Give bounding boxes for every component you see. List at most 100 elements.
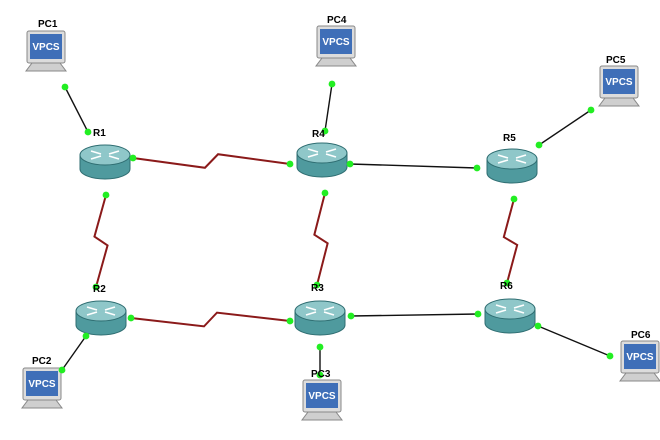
link-pc1-r1[interactable] <box>64 86 89 133</box>
pc-base <box>301 411 343 421</box>
router-arrows-icon <box>307 148 337 158</box>
r3-label: R3 <box>311 283 324 294</box>
router-arrows-icon <box>86 306 116 316</box>
serial-cable[interactable] <box>502 198 519 284</box>
link-r1-r2[interactable] <box>93 194 109 288</box>
serial-cable[interactable] <box>132 153 291 169</box>
port-dot[interactable] <box>321 127 329 135</box>
pc-base <box>21 399 63 409</box>
pc3-label: PC3 <box>311 369 331 380</box>
port-dot[interactable] <box>313 281 321 289</box>
ethernet-cable[interactable] <box>64 86 89 133</box>
ethernet-cable[interactable] <box>350 313 479 317</box>
port-dot[interactable] <box>346 160 354 168</box>
vpcs-text: VPCS <box>605 77 633 88</box>
port-dot[interactable] <box>474 310 482 318</box>
ethernet-cable[interactable] <box>349 163 478 169</box>
pc-pc1[interactable]: VPCS <box>25 30 67 72</box>
port-dot[interactable] <box>316 371 324 379</box>
port-dot[interactable] <box>606 352 614 360</box>
router-top <box>486 148 538 170</box>
monitor-screen <box>624 344 656 369</box>
link-pc2-r2[interactable] <box>61 335 87 371</box>
port-dot[interactable] <box>328 80 336 88</box>
port-dot[interactable] <box>321 189 329 197</box>
router-r1[interactable] <box>79 144 131 180</box>
vpcs-text: VPCS <box>626 352 654 363</box>
link-r4-r5[interactable] <box>349 163 478 169</box>
serial-cable[interactable] <box>130 311 291 328</box>
monitor-screen <box>30 34 62 59</box>
router-r6[interactable] <box>484 298 536 334</box>
router-r5[interactable] <box>486 148 538 184</box>
router-top <box>484 298 536 320</box>
r4-label: R4 <box>312 129 325 140</box>
router-arrows-icon <box>497 154 527 164</box>
link-r3-r6[interactable] <box>350 313 479 317</box>
link-r4-r3[interactable] <box>313 192 329 286</box>
router-top <box>75 300 127 322</box>
port-dot[interactable] <box>127 314 135 322</box>
r2-label: R2 <box>93 284 106 295</box>
ethernet-cable[interactable] <box>61 335 87 371</box>
ethernet-cable[interactable] <box>537 325 611 357</box>
pc-pc3[interactable]: VPCS <box>301 379 343 421</box>
r6-label: R6 <box>500 281 513 292</box>
serial-cable[interactable] <box>93 194 109 288</box>
router-arrows-icon <box>495 304 525 314</box>
router-top <box>79 144 131 166</box>
pc-pc2[interactable]: VPCS <box>21 367 63 409</box>
port-dot[interactable] <box>347 312 355 320</box>
port-dot[interactable] <box>82 332 90 340</box>
pc6-label: PC6 <box>631 330 651 341</box>
ethernet-cable[interactable] <box>538 109 592 146</box>
router-r3[interactable] <box>294 300 346 336</box>
port-dot[interactable] <box>473 164 481 172</box>
port-dot[interactable] <box>84 128 92 136</box>
pc2-label: PC2 <box>32 356 52 367</box>
vpcs-text: VPCS <box>308 391 336 402</box>
pc-base <box>315 57 357 67</box>
link-r1-r4[interactable] <box>132 153 291 169</box>
monitor-screen <box>603 69 635 94</box>
port-dot[interactable] <box>535 141 543 149</box>
port-dot[interactable] <box>58 366 66 374</box>
port-dot[interactable] <box>129 154 137 162</box>
vpcs-text: VPCS <box>32 42 60 53</box>
port-dot[interactable] <box>534 322 542 330</box>
router-top <box>296 142 348 164</box>
pc-base <box>25 62 67 72</box>
port-dot[interactable] <box>102 191 110 199</box>
pc-pc6[interactable]: VPCS <box>619 340 660 382</box>
link-pc5-r5[interactable] <box>538 109 592 146</box>
router-r4[interactable] <box>296 142 348 178</box>
link-r2-r3[interactable] <box>130 311 291 328</box>
pc1-label: PC1 <box>38 19 58 30</box>
port-dot[interactable] <box>316 343 324 351</box>
router-r2[interactable] <box>75 300 127 336</box>
port-dot[interactable] <box>92 283 100 291</box>
pc-pc5[interactable]: VPCS <box>598 65 640 107</box>
link-pc4-r4[interactable] <box>324 83 333 132</box>
port-dot[interactable] <box>286 317 294 325</box>
port-dot[interactable] <box>510 195 518 203</box>
ethernet-cable[interactable] <box>324 83 333 132</box>
port-dot[interactable] <box>286 160 294 168</box>
serial-cable[interactable] <box>313 192 329 286</box>
vpcs-text: VPCS <box>322 37 350 48</box>
monitor-screen <box>320 29 352 54</box>
pc4-label: PC4 <box>327 15 347 26</box>
pc-pc4[interactable]: VPCS <box>315 25 357 67</box>
monitor-screen <box>26 371 58 396</box>
r1-label: R1 <box>93 128 106 139</box>
link-r5-r6[interactable] <box>502 198 519 284</box>
pc-base <box>619 372 660 382</box>
port-dot[interactable] <box>587 106 595 114</box>
link-r6-pc6[interactable] <box>537 325 611 357</box>
router-top <box>294 300 346 322</box>
pc-base <box>598 97 640 107</box>
port-dot[interactable] <box>503 279 511 287</box>
port-dot[interactable] <box>61 83 69 91</box>
